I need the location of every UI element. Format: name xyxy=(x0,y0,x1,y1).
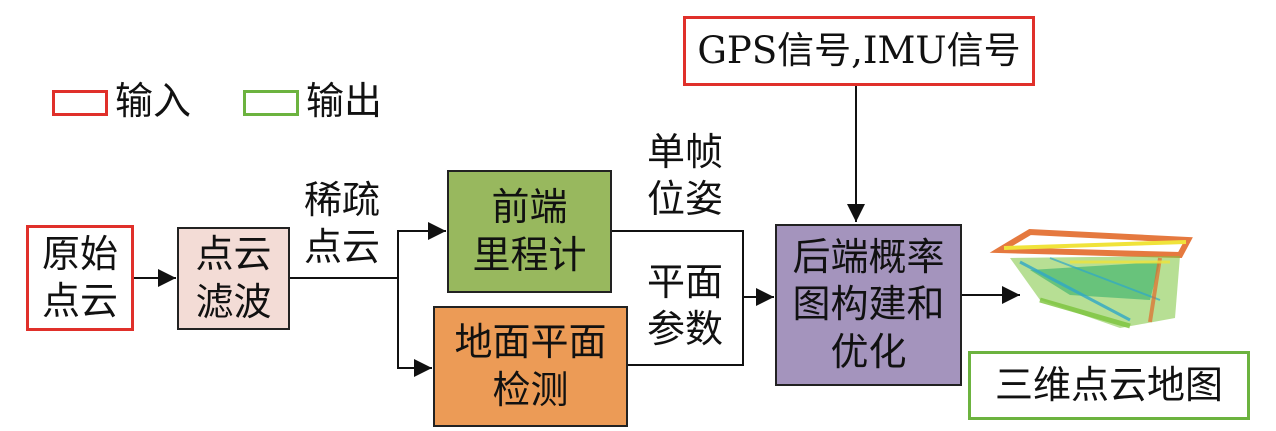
edge-label-plane-line-2: 参数 xyxy=(646,307,723,351)
point-cloud-map-icon xyxy=(989,228,1193,329)
node-point-cloud-filter-line-1: 点云 xyxy=(195,232,272,276)
node-frontend-odometry-line-1: 前端 xyxy=(491,185,568,229)
edge-label-pose-line-2: 位姿 xyxy=(646,177,723,221)
legend-output-label: 输出 xyxy=(306,79,383,123)
legend-input-swatch xyxy=(52,90,108,116)
node-backend-line-2: 图构建和 xyxy=(792,282,945,327)
edge-label-pose-line-1: 单帧 xyxy=(646,129,723,174)
node-ground-plane-detection-line-2: 检测 xyxy=(492,367,569,412)
arrow-split-to-frontend xyxy=(397,222,446,278)
edge-label-sparse-point-cloud: 稀疏 点云 xyxy=(292,176,392,272)
line-ground-plane xyxy=(628,297,744,366)
line-frontend-pose xyxy=(612,230,744,297)
edge-label-sparse-line-1: 稀疏 xyxy=(303,177,380,222)
arrow-split-to-ground xyxy=(397,278,432,377)
edge-label-sparse-line-2: 点云 xyxy=(303,225,380,269)
node-ground-plane-detection: 地面平面 检测 xyxy=(433,306,628,427)
node-3d-point-cloud-map: 三维点云地图 xyxy=(968,351,1250,420)
edge-label-single-frame-pose: 单帧 位姿 xyxy=(630,128,740,224)
legend-input-label: 输入 xyxy=(115,79,192,123)
node-point-cloud-filter-line-2: 滤波 xyxy=(195,279,272,324)
legend-output-swatch xyxy=(243,90,299,116)
node-backend-graph-optimization: 后端概率 图构建和 优化 xyxy=(775,224,962,386)
node-gps-imu-signal-text: GPS信号,IMU信号 xyxy=(697,28,1021,72)
edge-label-plane-parameters: 平面 参数 xyxy=(630,258,740,354)
edge-label-plane-line-1: 平面 xyxy=(646,259,723,304)
node-ground-plane-detection-line-1: 地面平面 xyxy=(454,320,607,364)
node-point-cloud-filter: 点云 滤波 xyxy=(177,227,290,330)
node-backend-line-1: 后端概率 xyxy=(792,234,945,279)
node-frontend-odometry: 前端 里程计 xyxy=(447,170,612,293)
node-frontend-odometry-line-2: 里程计 xyxy=(472,232,587,277)
node-raw-point-cloud-line-2: 点云 xyxy=(41,279,118,323)
node-gps-imu-signal: GPS信号,IMU信号 xyxy=(683,16,1035,86)
node-3d-point-cloud-map-text: 三维点云地图 xyxy=(994,362,1223,407)
node-raw-point-cloud-line-1: 原始 xyxy=(41,231,118,276)
node-raw-point-cloud: 原始 点云 xyxy=(26,225,134,331)
node-backend-line-3: 优化 xyxy=(830,329,907,374)
